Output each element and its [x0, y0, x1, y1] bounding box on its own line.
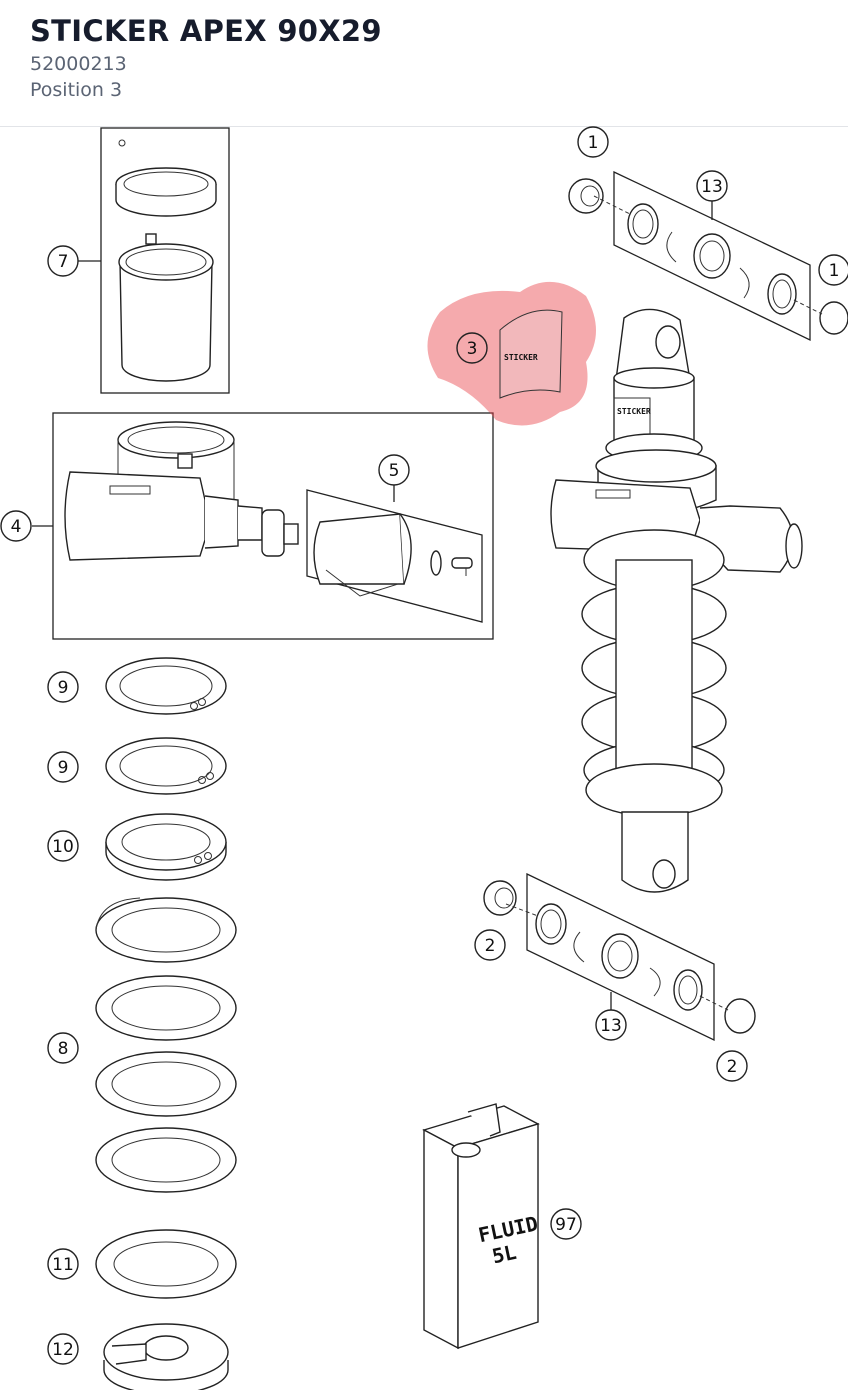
part-header: STICKER APEX 90X29 52000213 Position 3: [0, 0, 848, 127]
part-position: Position 3: [30, 79, 123, 101]
svg-text:9: 9: [58, 758, 69, 778]
svg-text:STICKER: STICKER: [617, 407, 651, 416]
svg-text:4: 4: [11, 517, 22, 537]
svg-text:1: 1: [829, 261, 840, 281]
part-number: 52000213: [30, 53, 127, 75]
svg-text:1: 1: [588, 133, 599, 153]
callout-1-right[interactable]: 1: [818, 254, 848, 286]
shock-absorber[interactable]: STICKER: [550, 308, 803, 893]
svg-text:9: 9: [58, 678, 69, 698]
part-group-13-top[interactable]: [568, 170, 848, 342]
callout-2-right[interactable]: 2: [716, 1050, 748, 1082]
washer-9-top[interactable]: [105, 657, 227, 715]
svg-text:10: 10: [52, 837, 74, 857]
svg-text:7: 7: [58, 252, 69, 272]
svg-text:8: 8: [58, 1039, 69, 1059]
svg-text:2: 2: [485, 936, 496, 956]
part-group-5[interactable]: [306, 484, 483, 623]
callout-1-top[interactable]: 1: [577, 126, 609, 158]
fluid-can-label-line2: 5L: [490, 1240, 519, 1268]
svg-text:13: 13: [701, 177, 723, 197]
part-title: STICKER APEX 90X29: [30, 14, 382, 48]
svg-text:12: 12: [52, 1340, 74, 1360]
callout-13-top[interactable]: 13: [696, 170, 728, 202]
svg-text:97: 97: [555, 1215, 577, 1235]
part-group-13-bottom[interactable]: [483, 872, 756, 1042]
callout-3[interactable]: 3: [456, 332, 488, 364]
callout-7[interactable]: 7: [47, 245, 79, 277]
washer-11[interactable]: [95, 1229, 237, 1299]
washer-9-bottom[interactable]: [105, 737, 227, 795]
spring-8[interactable]: [95, 897, 237, 1193]
callout-10[interactable]: 10: [47, 830, 79, 862]
part-group-7[interactable]: [78, 127, 230, 394]
svg-text:11: 11: [52, 1255, 74, 1275]
svg-text:3: 3: [467, 339, 478, 359]
callout-13-bottom[interactable]: 13: [595, 1009, 627, 1041]
svg-text:13: 13: [600, 1016, 622, 1036]
svg-text:STICKER: STICKER: [504, 353, 538, 362]
fluid-can-97[interactable]: FLUID 5L: [422, 1103, 540, 1350]
callout-9-bottom[interactable]: 9: [47, 751, 79, 783]
svg-text:2: 2: [727, 1057, 738, 1077]
spring-seat-10[interactable]: [105, 813, 227, 881]
svg-text:5: 5: [389, 461, 400, 481]
highlighted-sticker-3[interactable]: STICKER: [427, 281, 596, 426]
callout-2-left[interactable]: 2: [474, 929, 506, 961]
callout-8[interactable]: 8: [47, 1032, 79, 1064]
callout-12[interactable]: 12: [47, 1333, 79, 1365]
callout-5[interactable]: 5: [378, 454, 410, 486]
callout-9-top[interactable]: 9: [47, 671, 79, 703]
callout-11[interactable]: 11: [47, 1248, 79, 1280]
split-collar-12[interactable]: [103, 1323, 229, 1390]
callout-97[interactable]: 97: [550, 1208, 582, 1240]
callout-4[interactable]: 4: [0, 510, 32, 542]
part-group-4[interactable]: [32, 412, 494, 640]
shock-spring: [581, 529, 727, 817]
